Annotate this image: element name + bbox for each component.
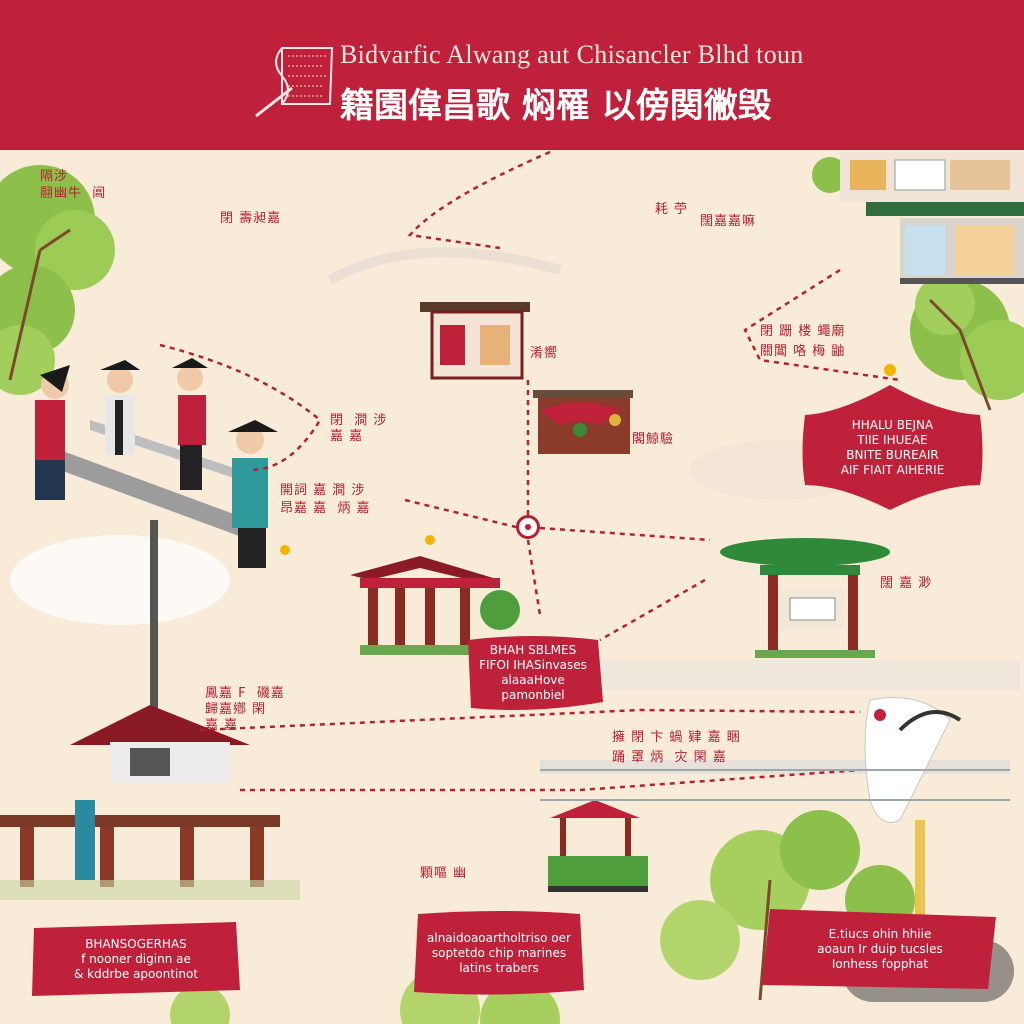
lantern-icon bbox=[884, 364, 896, 376]
map-label: 闊 嘉 渺 bbox=[880, 576, 933, 591]
map-label: 顆嘔 幽 bbox=[420, 866, 468, 881]
cloud-left bbox=[10, 535, 230, 625]
map-label: 閉 壽昶嘉 bbox=[220, 211, 282, 226]
banner-left: BHANSOGERHAS f nooner diginn ae & kddrbe… bbox=[30, 920, 242, 998]
map-label: 耗 苧 bbox=[655, 202, 689, 217]
lantern-icon bbox=[425, 535, 435, 545]
route-lines bbox=[159, 150, 901, 792]
gazebo-bottom bbox=[548, 800, 648, 892]
scroll-logo-icon bbox=[255, 47, 334, 118]
map-label: 閣鯨驗 bbox=[632, 432, 675, 447]
route-pin-icon bbox=[516, 515, 540, 539]
pavilion-left bbox=[0, 705, 300, 900]
map-label: 鳳嘉 F 磯嘉 歸嘉鄕 閑 嘉 嘉 bbox=[205, 686, 285, 733]
map-label: 闊嘉嘉嘛 bbox=[700, 214, 757, 229]
banner-center: BHAH SBLMES FIFOI IHASinvases alaaaHove … bbox=[463, 632, 603, 714]
shop-street-building bbox=[840, 152, 1024, 284]
shrine-middle bbox=[533, 390, 633, 454]
map-label: 淆嚮 bbox=[530, 346, 559, 361]
bridge-rail bbox=[540, 769, 1010, 801]
tree-left-top bbox=[0, 165, 115, 395]
crane-ornament bbox=[864, 697, 962, 920]
title-english: Bidvarfic Alwang aut Chisancler Blhd tou… bbox=[340, 40, 804, 69]
map-label: 閉 澗 涉 嘉 嘉 bbox=[330, 413, 388, 444]
banner-east: HHALU BEJNA TIIE IHUEAE BNITE BUREAIR AI… bbox=[800, 385, 985, 510]
pavilion-green-roof bbox=[720, 538, 890, 658]
title-chinese: 籍園偉昌歌 焖罹 以傍関徶毁 bbox=[340, 86, 772, 126]
tour-map bbox=[0, 150, 1024, 1024]
map-label: 閉 跚 楼 蠅廟 關閶 咯 梅 鼬 bbox=[760, 324, 846, 359]
tree-right bbox=[812, 157, 1024, 411]
title-banner: Bidvarfic Alwang aut Chisancler Blhd tou… bbox=[0, 0, 1024, 150]
shrine-top bbox=[420, 302, 530, 380]
map-label: 開詞 嘉 澗 涉 昂嘉 嘉 炳 嘉 bbox=[280, 483, 371, 516]
map-label: 擁 閉 卞 蝸 肄 嘉 睏 踊 罩 炳 灾 閑 嘉 bbox=[612, 730, 741, 765]
scholars-illustration bbox=[35, 358, 278, 710]
lantern-icon bbox=[280, 545, 290, 555]
banner-middle: alnaidoaoartholtriso oer soptetdo chip m… bbox=[412, 908, 586, 998]
map-label: 隔涉 翮幽牛 阊 bbox=[40, 169, 107, 201]
banner-right: E.tiucs ohin hhiie aoaun Ir duip tucsles… bbox=[760, 905, 1000, 993]
temple-center bbox=[350, 556, 520, 655]
